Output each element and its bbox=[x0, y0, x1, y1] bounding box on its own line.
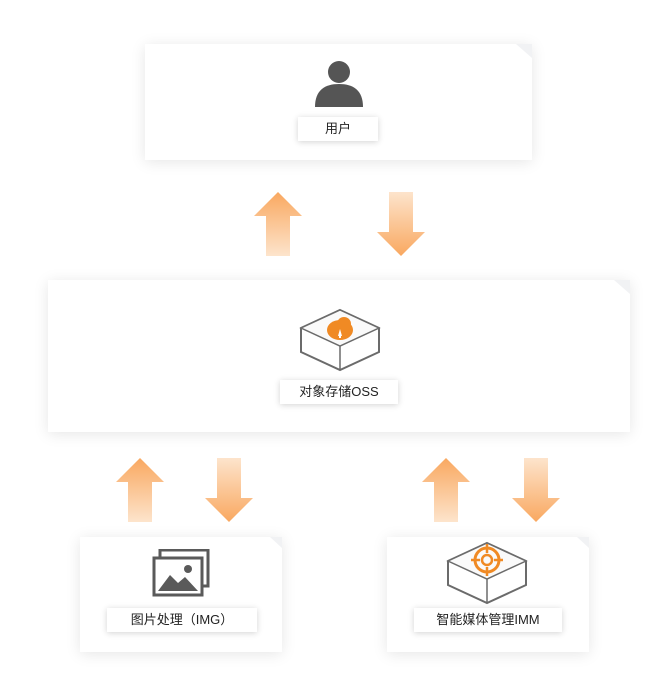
cloud-box-icon bbox=[299, 308, 381, 372]
img-card: 图片处理（IMG） bbox=[80, 537, 282, 652]
user-label: 用户 bbox=[298, 117, 378, 141]
arrow-down-oss-to-img bbox=[205, 458, 253, 522]
img-label: 图片处理（IMG） bbox=[107, 608, 257, 632]
arrow-up-imm-to-oss bbox=[422, 458, 470, 522]
imm-card: 智能媒体管理IMM bbox=[387, 537, 589, 652]
person-icon bbox=[315, 61, 363, 107]
oss-card: 对象存储OSS bbox=[48, 280, 630, 432]
image-gallery-icon bbox=[152, 549, 210, 597]
arrow-down-user-to-oss bbox=[377, 192, 425, 256]
user-card: 用户 bbox=[145, 44, 532, 160]
arrow-up-oss-to-user bbox=[254, 192, 302, 256]
oss-label: 对象存储OSS bbox=[280, 380, 398, 404]
arrow-down-oss-to-imm bbox=[512, 458, 560, 522]
arrow-up-img-to-oss bbox=[116, 458, 164, 522]
imm-label: 智能媒体管理IMM bbox=[414, 608, 562, 632]
target-box-icon bbox=[446, 541, 528, 605]
